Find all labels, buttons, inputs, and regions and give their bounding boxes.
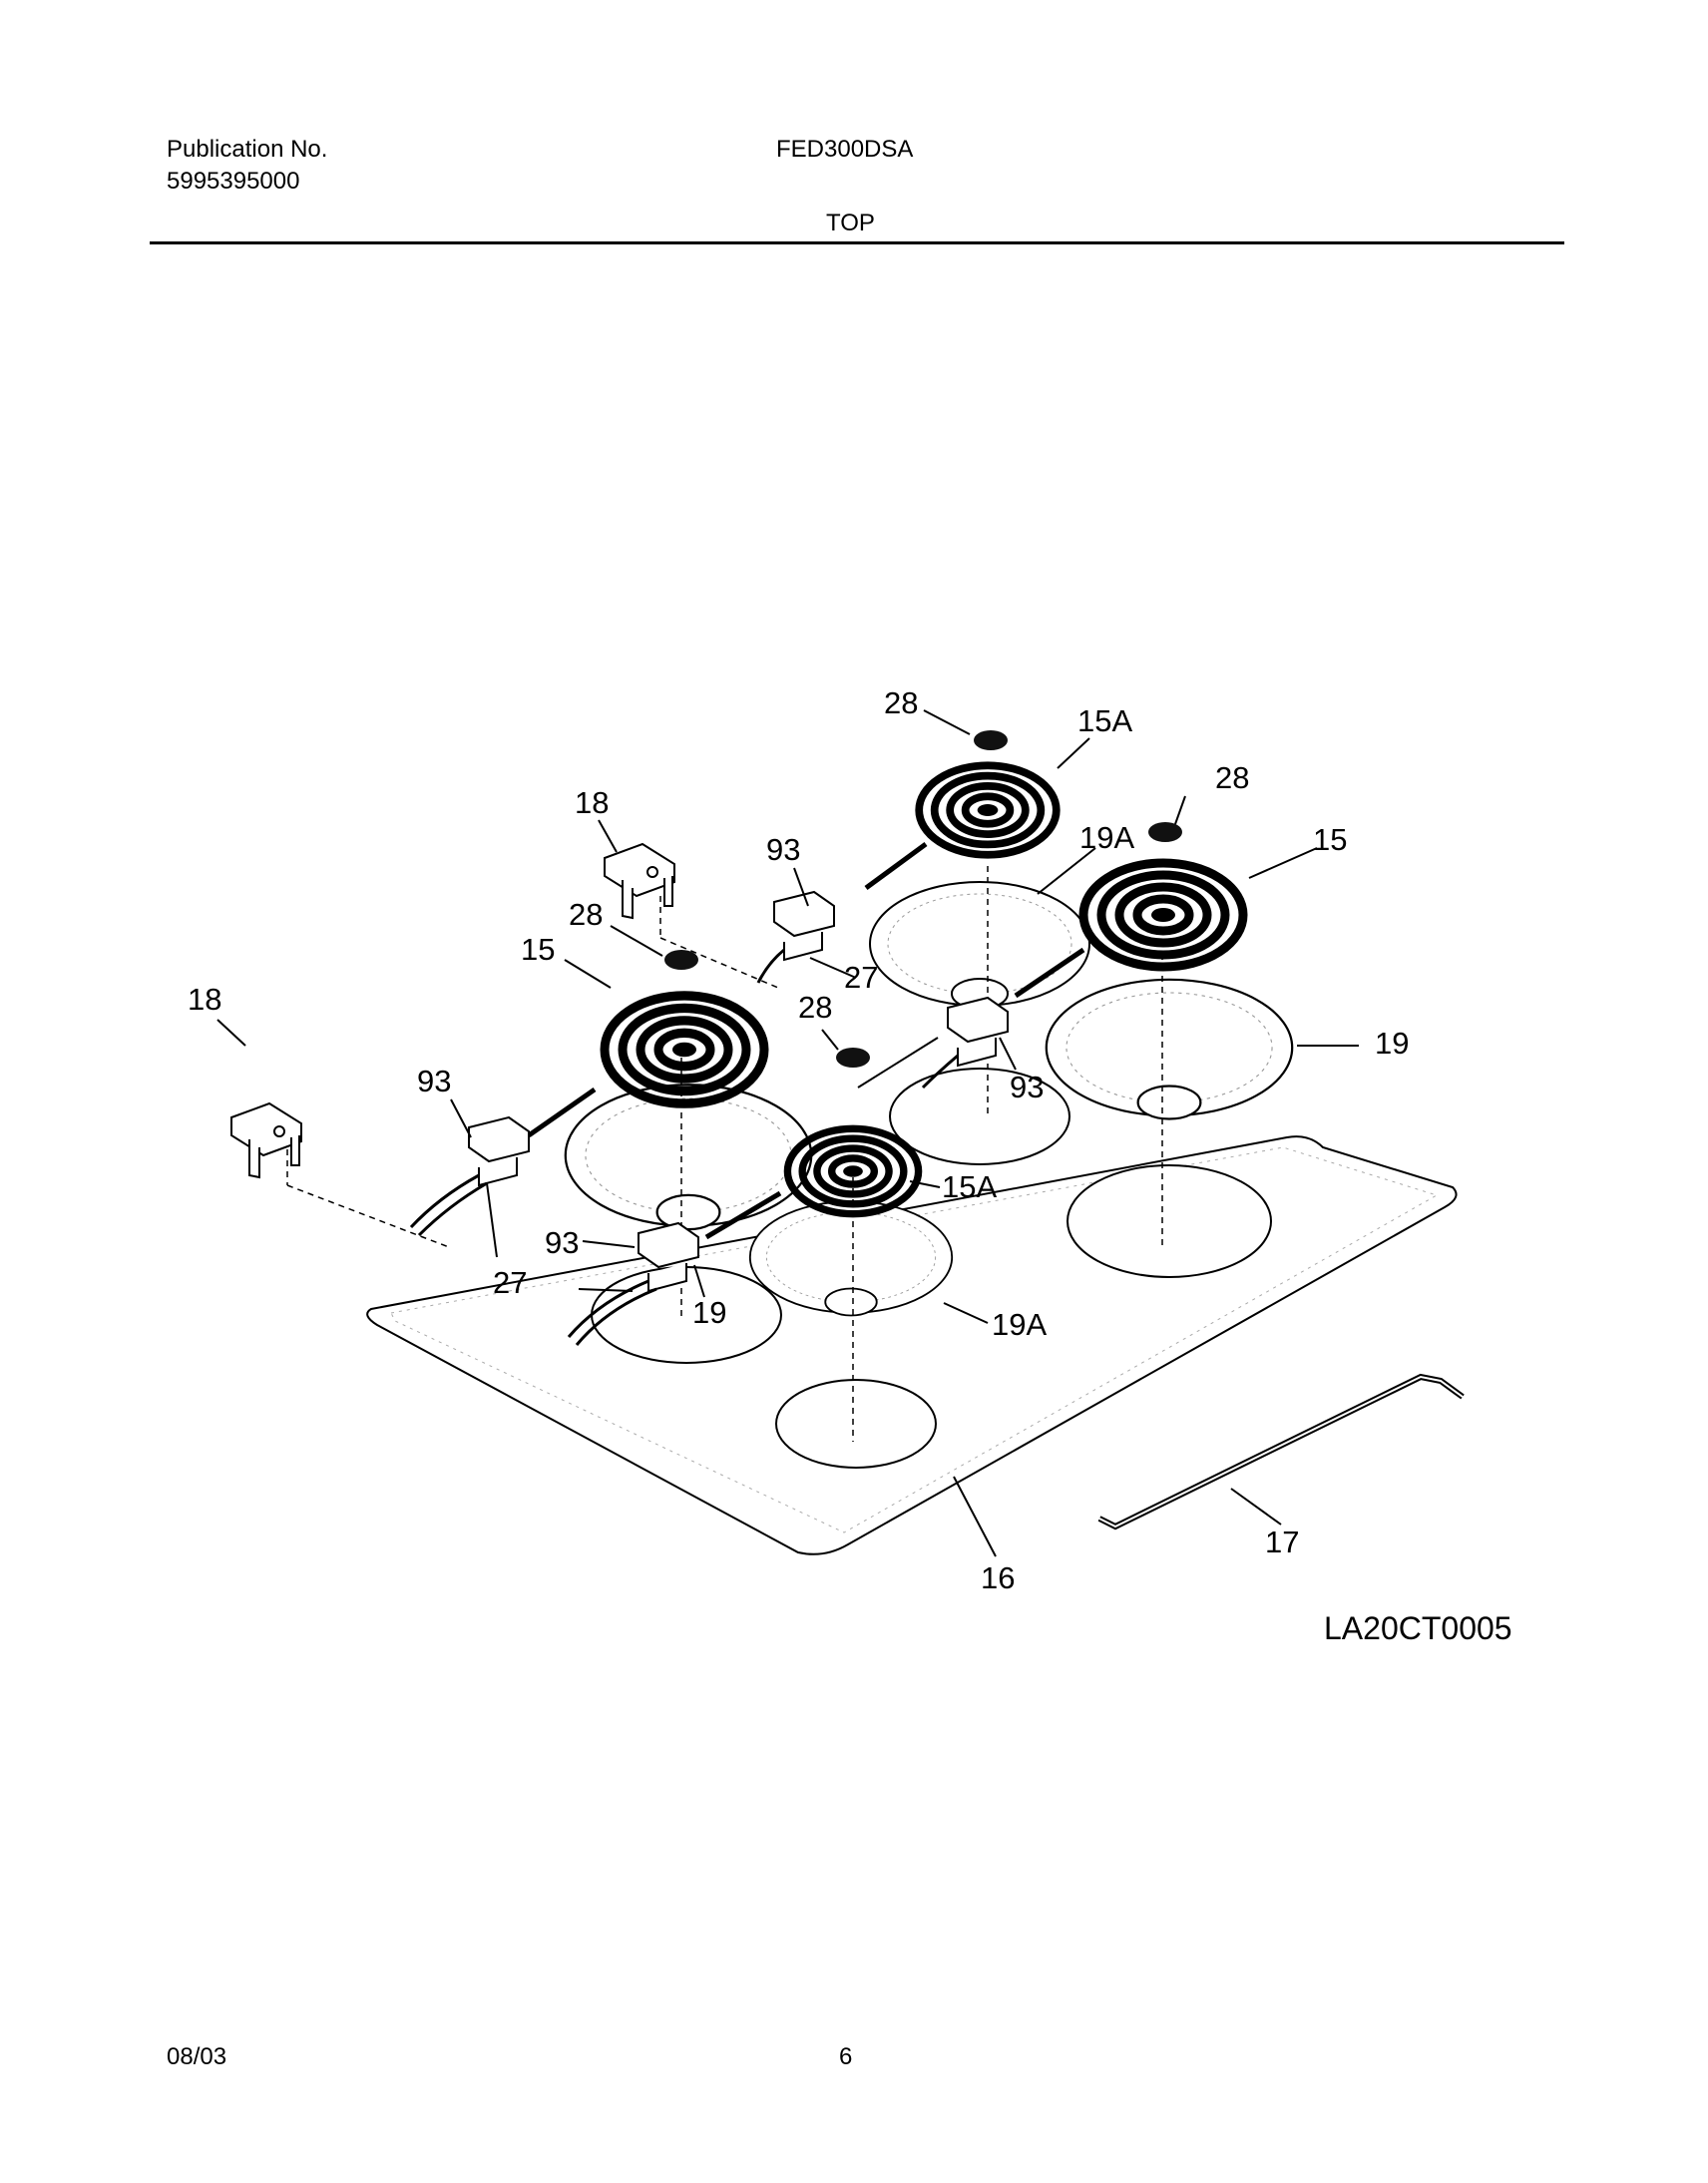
callout-93-rear: 93: [766, 832, 800, 867]
mounting-bracket-18-rear: [604, 843, 675, 919]
callout-27-front: 27: [493, 1265, 527, 1300]
callout-27-mid: 27: [844, 960, 878, 995]
callout-93-front: 93: [545, 1225, 579, 1260]
surface-element-15a-rear: [919, 765, 1057, 854]
trim-cap-28-right: [1148, 822, 1182, 842]
callout-15-right: 15: [1313, 822, 1347, 857]
callout-28-rear: 28: [884, 685, 918, 720]
header-divider: [150, 241, 1564, 244]
section-title: TOP: [826, 210, 875, 236]
callout-19a-front: 19A: [992, 1307, 1047, 1342]
opening-rear-left: [889, 1068, 1070, 1165]
footer-date: 08/03: [167, 2043, 227, 2070]
trim-cap-28-left: [664, 950, 698, 970]
opening-rear-right: [1067, 1164, 1272, 1278]
callout-93-right: 93: [1010, 1070, 1044, 1104]
callout-19-front: 19: [692, 1295, 726, 1330]
trim-cap-28-front: [836, 1048, 870, 1068]
surface-element-15-left: [605, 996, 764, 1103]
callout-93-left: 93: [417, 1064, 451, 1098]
callout-15a-rear: 15A: [1077, 703, 1132, 738]
cooktop-panel: [366, 1135, 1458, 1555]
opening-front-right: [775, 1379, 937, 1469]
surface-element-15-right: [1083, 863, 1243, 967]
callout-15a-front: 15A: [942, 1169, 997, 1204]
publication-label: Publication No.: [167, 136, 328, 163]
trim-cap-28-rear: [974, 730, 1008, 750]
callout-17: 17: [1265, 1525, 1299, 1559]
callout-19a-rear: 19A: [1079, 820, 1134, 855]
diagram-reference-code: LA20CT0005: [1324, 1610, 1512, 1646]
drip-pan-19a-rear: [869, 881, 1090, 1010]
drip-pan-19-right: [1045, 978, 1294, 1120]
callout-28-right: 28: [1215, 760, 1249, 795]
callout-28-front: 28: [798, 990, 832, 1025]
callout-19-right: 19: [1375, 1026, 1409, 1061]
publication-number: 5995395000: [167, 168, 300, 195]
callout-15-left: 15: [521, 932, 555, 967]
callout-18-rear: 18: [575, 785, 609, 820]
mounting-bracket-18-left: [230, 1102, 302, 1178]
model-number: FED300DSA: [776, 136, 914, 163]
callout-28-left: 28: [569, 897, 603, 932]
callout-16: 16: [981, 1560, 1015, 1595]
page-number: 6: [839, 2043, 853, 2070]
callout-18-left: 18: [188, 982, 221, 1017]
